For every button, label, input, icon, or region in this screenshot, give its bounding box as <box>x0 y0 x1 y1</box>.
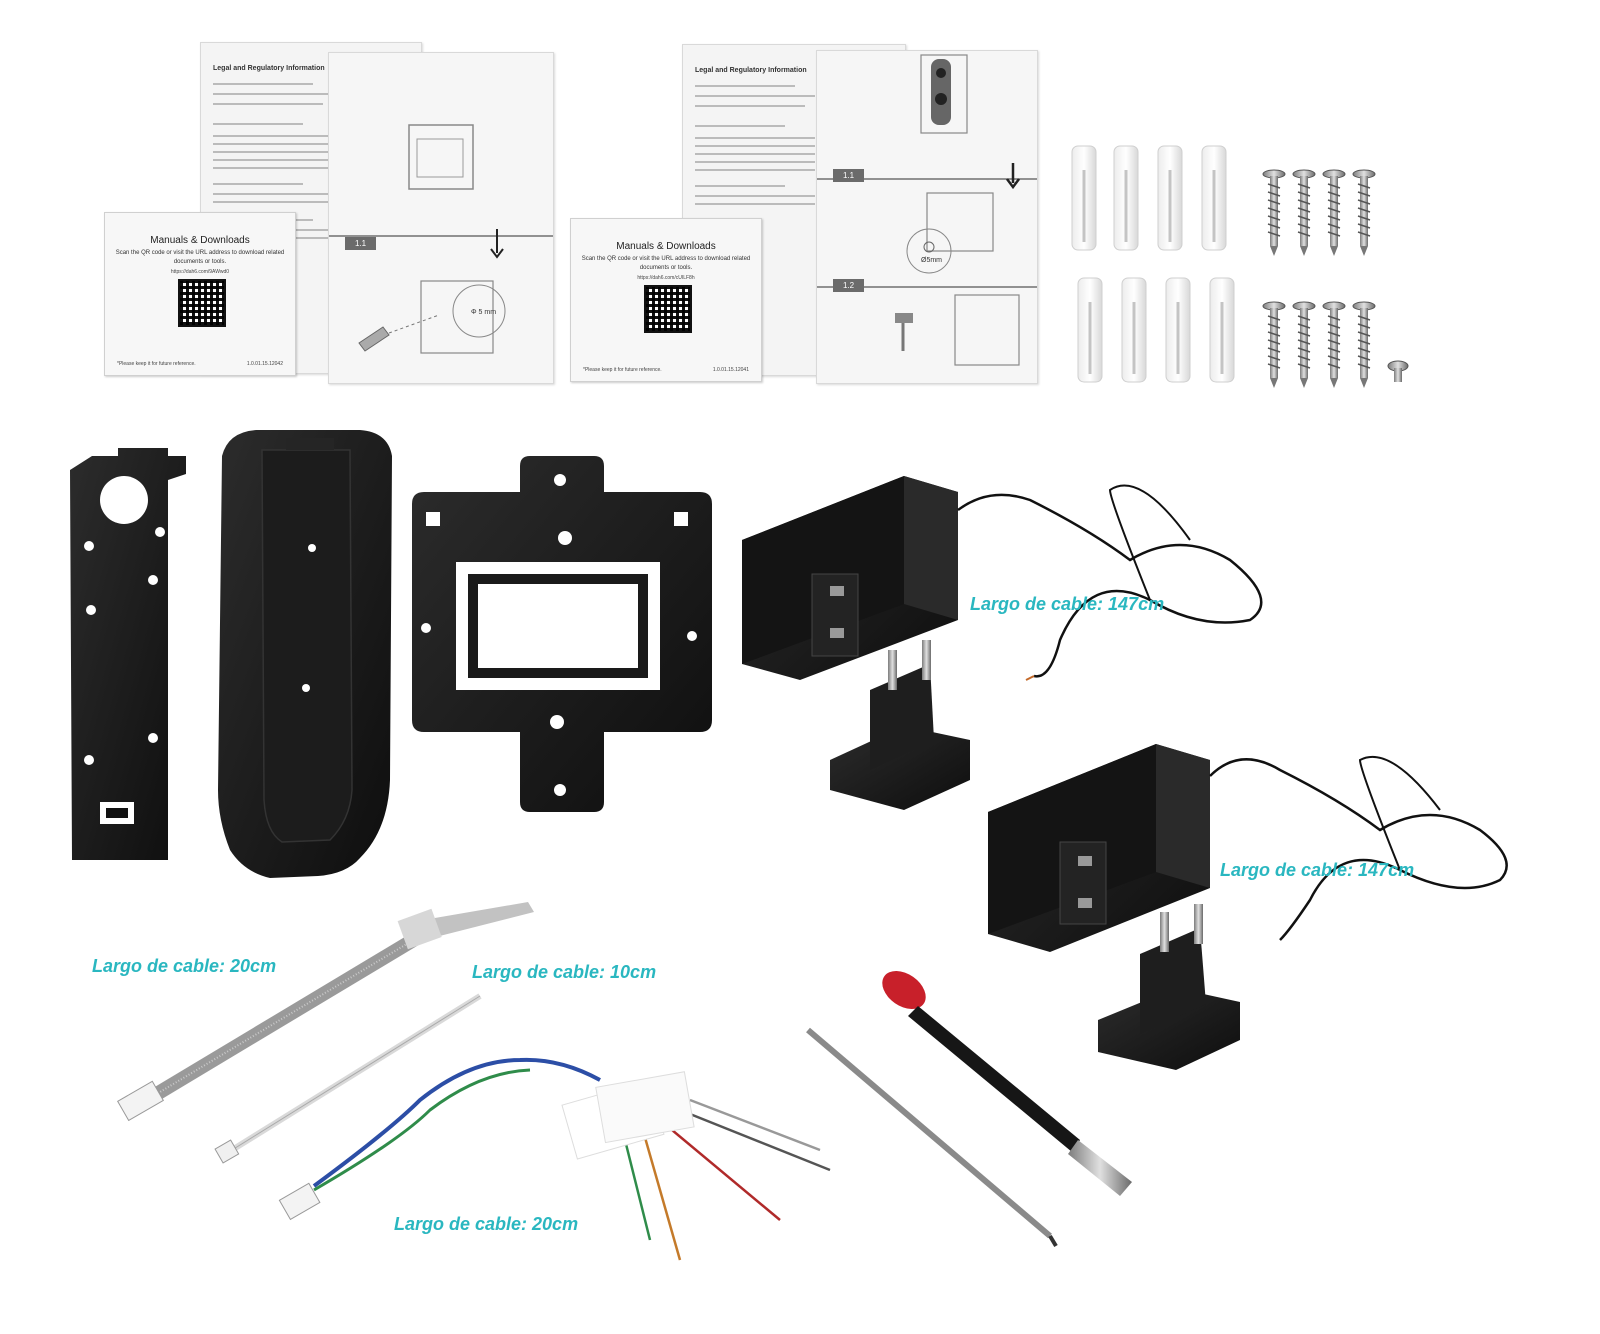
card-note: *Please keep it for future reference. <box>583 367 662 373</box>
card-version: 1.0.01.15.12042 <box>246 361 283 367</box>
card-url: https://dah6.com/9AWwd0 <box>170 269 230 275</box>
manual-left-title: Legal and Regulatory Information <box>213 65 325 72</box>
install-step-1-label: 1.1 <box>833 169 865 182</box>
manual-right-title: Legal and Regulatory Information <box>695 67 807 74</box>
card-subtitle: Scan the QR code or visit the URL addres… <box>115 250 285 265</box>
wall-anchors <box>1070 144 1236 384</box>
card-note: *Please keep it for future reference. <box>117 361 196 367</box>
card-subtitle: Scan the QR code or visit the URL addres… <box>581 256 751 271</box>
qr-code-icon <box>644 285 692 333</box>
thin-connector-cable <box>214 993 482 1164</box>
install-guide-right: 1.1 1.2 Ø5mm <box>816 50 1038 384</box>
hole-size-label: Ø5mm <box>921 257 942 264</box>
thin-cable-length: Largo de cable: 10cm <box>472 962 657 982</box>
install-guide-left: 1.1 Φ 5 mm <box>328 52 554 384</box>
install-step-label: 1.1 <box>345 237 377 250</box>
card-title: Manuals & Downloads <box>150 235 250 246</box>
download-card-left: Manuals & Downloads Scan the QR code or … <box>104 212 296 376</box>
install-step-2-label: 1.2 <box>833 279 865 292</box>
ribbon-cable-length: Largo de cable: 20cm <box>92 956 277 976</box>
download-card-right: Manuals & Downloads Scan the QR code or … <box>570 218 762 382</box>
card-url: https://dah6.com/cUILF8h <box>637 275 695 281</box>
doorbell-rain-cover <box>218 430 392 878</box>
power-adapter-bottom <box>988 744 1508 952</box>
card-version: 1.0.01.15.12041 <box>712 367 749 373</box>
ribbon-cable <box>116 902 534 1122</box>
wire-harness <box>278 1057 831 1261</box>
qr-code-icon <box>178 279 226 327</box>
wire-harness-length: Largo de cable: 20cm <box>394 1214 579 1234</box>
card-title: Manuals & Downloads <box>616 241 716 252</box>
eu-plug-top <box>830 640 970 810</box>
eu-plug-bottom <box>1098 904 1240 1070</box>
hole-size-label: Φ 5 mm <box>471 309 497 316</box>
wall-bracket <box>412 456 712 812</box>
back-mounting-plate <box>70 448 186 860</box>
power-adapter-top <box>742 476 1263 681</box>
adapter-top-cable-length: Largo de cable: 147cm <box>970 594 1165 614</box>
mounting-screws <box>1262 169 1409 389</box>
adapter-bottom-cable-length: Largo de cable: 147cm <box>1220 860 1415 880</box>
screwdriver <box>806 970 1132 1248</box>
install-guide-left-drawing <box>329 124 553 354</box>
